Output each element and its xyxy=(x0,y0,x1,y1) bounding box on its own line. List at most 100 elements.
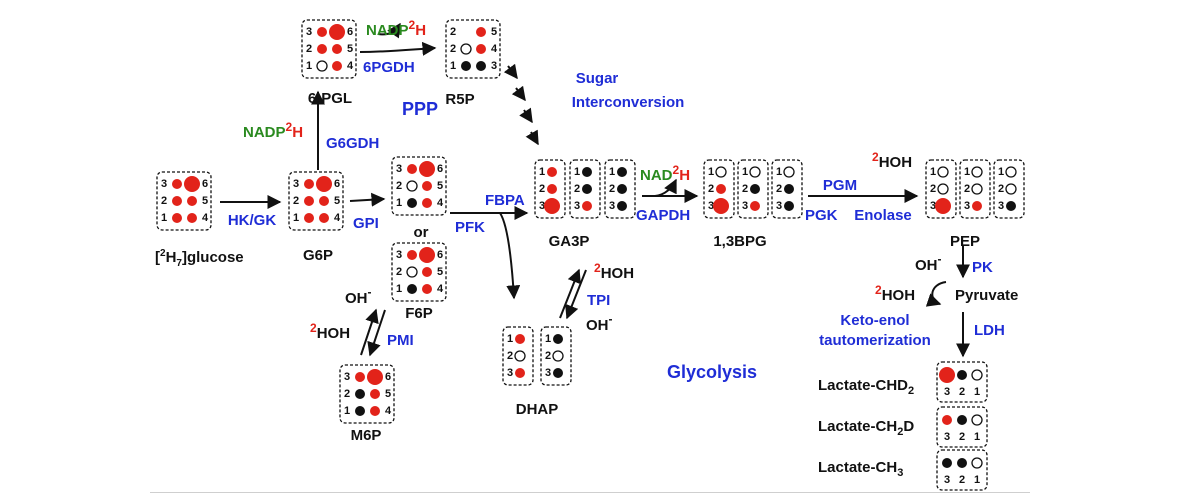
lactate-ch3-label: Lactate-CH3 xyxy=(818,459,903,479)
hydrogen-dot xyxy=(332,61,342,71)
carbon-number: 2 xyxy=(545,350,551,362)
hydrogen-dot xyxy=(582,184,592,194)
hkgk-label: HK/GK xyxy=(228,212,277,229)
hydrogen-dot xyxy=(172,213,182,223)
label-part: HOH xyxy=(601,265,634,282)
fbpa-label: FBPA xyxy=(485,192,525,209)
carbon-number: 3 xyxy=(944,386,950,398)
label-part: [ xyxy=(155,249,160,266)
hydrogen-dot xyxy=(407,250,417,260)
hydrogen-dot xyxy=(783,166,795,178)
hydrogen-dot xyxy=(476,61,486,71)
carbon-number: 2 xyxy=(964,183,970,195)
carbon-number: 1 xyxy=(396,197,402,209)
carbon-number: 6 xyxy=(437,163,443,175)
tpi-label: TPI xyxy=(587,292,610,309)
carbon-number: 2 xyxy=(293,195,299,207)
g6p-to-f6p-arrow xyxy=(349,192,386,207)
label-part: 2 xyxy=(673,163,680,177)
carbon-number: 1 xyxy=(930,166,936,178)
hydrogen-dot xyxy=(329,24,345,40)
carbon-number: 3 xyxy=(344,371,350,383)
carbon-number: 3 xyxy=(930,200,936,212)
carbon-number: 3 xyxy=(944,431,950,443)
carbon-number: 5 xyxy=(385,388,391,400)
carbon-number: 3 xyxy=(161,178,167,190)
keto-enol-arrow xyxy=(925,281,947,307)
label-part: F6P xyxy=(405,305,433,322)
hydrogen-dot xyxy=(971,166,983,178)
label-part: G6GDH xyxy=(326,135,379,152)
label-part: Pyruvate xyxy=(955,287,1018,304)
label-part: LDH xyxy=(974,322,1005,339)
label-part: ]glucose xyxy=(182,249,244,266)
hydrogen-dot xyxy=(515,334,525,344)
carbon-number: 5 xyxy=(334,195,340,207)
hydrogen-dot xyxy=(317,44,327,54)
carbon-number: 1 xyxy=(609,166,615,178)
f6p-to-m6p-arrow xyxy=(367,309,386,357)
nadh-branch-arrow xyxy=(654,178,677,197)
carbon-number: 1 xyxy=(344,405,350,417)
hydrogen-dot xyxy=(407,198,417,208)
label-part: H xyxy=(166,249,177,266)
tpi-water-label: 2HOH xyxy=(594,261,634,282)
enolase-water-label: 2HOH xyxy=(872,150,912,171)
dhap-label: DHAP xyxy=(516,401,559,418)
pep-box-3: 123 xyxy=(993,159,1025,219)
carbon-number: 5 xyxy=(491,26,497,38)
carbon-number: 3 xyxy=(742,200,748,212)
hydrogen-dot xyxy=(957,370,967,380)
sugar-title: Sugar xyxy=(576,70,619,87)
label-part: G6P xyxy=(303,247,333,264)
carbon-number: 4 xyxy=(437,283,444,295)
carbon-number: 1 xyxy=(507,333,513,345)
label-part: PFK xyxy=(455,219,485,236)
label-part: - xyxy=(368,285,372,299)
hydrogen-dot xyxy=(476,27,486,37)
r5p-label: R5P xyxy=(445,91,474,108)
hydrogen-dot xyxy=(935,198,951,214)
sugar-interconversion-arrow xyxy=(519,107,533,124)
label-part: FBPA xyxy=(485,192,525,209)
hydrogen-dot xyxy=(370,406,380,416)
label-part: - xyxy=(938,252,942,266)
label-part: PGK xyxy=(805,207,838,224)
hydrogen-dot xyxy=(187,213,197,223)
label-part: R5P xyxy=(445,91,474,108)
label-part: 2 xyxy=(872,150,879,164)
carbon-number: 5 xyxy=(202,195,208,207)
ga3p-to-dhap-arrow xyxy=(565,269,587,320)
carbon-number: 2 xyxy=(539,183,545,195)
carbon-number: 3 xyxy=(491,60,497,72)
label-part: 6-PGL xyxy=(308,90,352,107)
carbon-number: 2 xyxy=(450,43,456,55)
pep-box-1: 123 xyxy=(925,159,957,219)
ga3p-box-3: 123 xyxy=(604,159,636,219)
label-part: Lactate-CH xyxy=(818,459,897,476)
hydrogen-dot xyxy=(972,201,982,211)
carbon-number: 1 xyxy=(974,474,980,486)
label-part: NADP xyxy=(366,22,409,39)
carbon-number: 3 xyxy=(293,178,299,190)
hydrogen-dot xyxy=(316,60,328,72)
label-part: 3 xyxy=(897,467,903,479)
label-part: 6PGDH xyxy=(363,59,415,76)
hydrogen-dot xyxy=(971,183,983,195)
carbon-number: 2 xyxy=(609,183,615,195)
hydrogen-dot xyxy=(582,201,592,211)
carbon-number: 3 xyxy=(964,200,970,212)
hydrogen-dot xyxy=(422,181,432,191)
label-part: OH xyxy=(586,317,609,334)
hydrogen-dot xyxy=(716,184,726,194)
hydrogen-dot xyxy=(370,389,380,399)
carbon-number: 6 xyxy=(202,178,208,190)
carbon-number: 1 xyxy=(742,166,748,178)
carbon-number: 3 xyxy=(539,200,545,212)
